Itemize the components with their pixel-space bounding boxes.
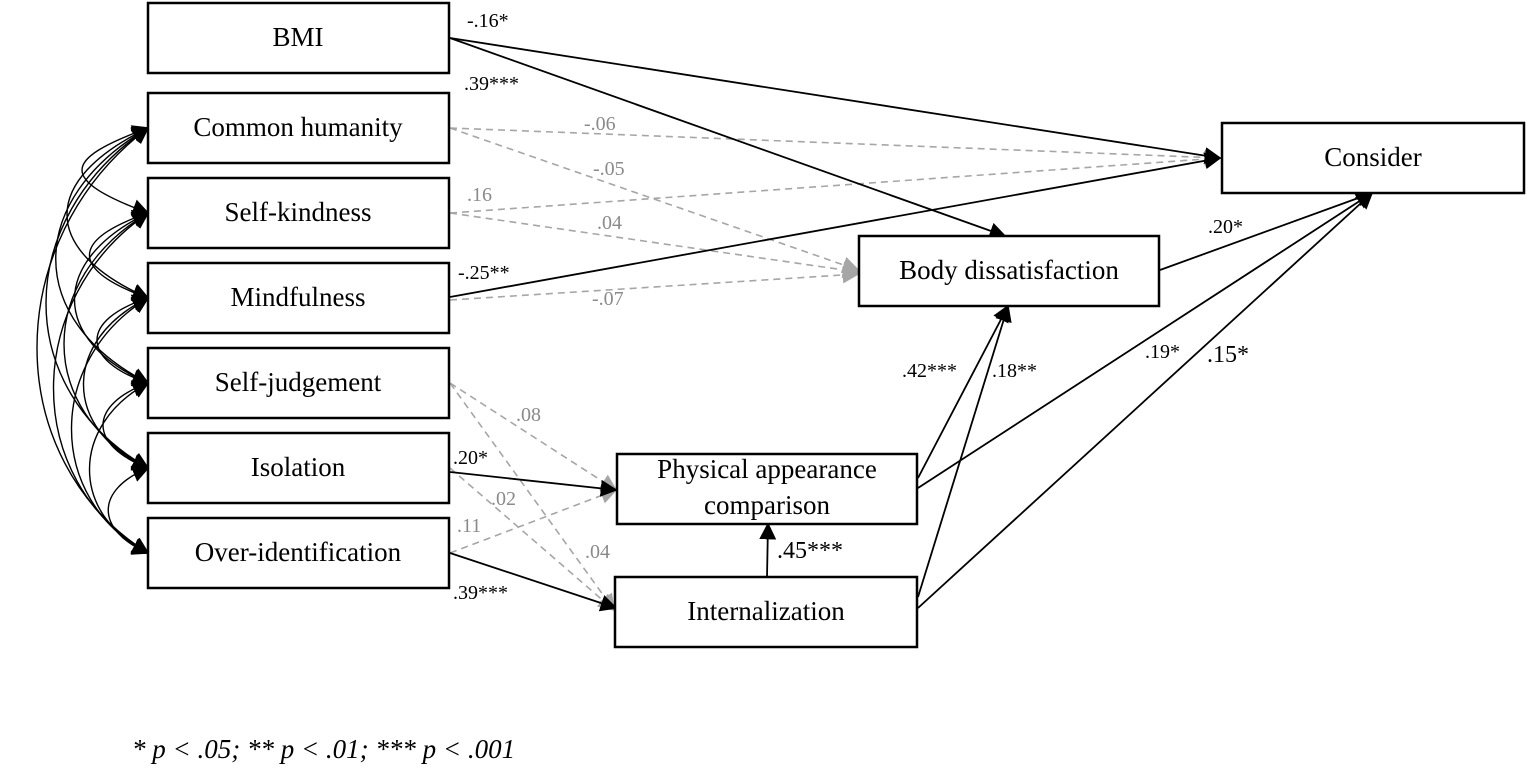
node-label: Isolation — [251, 452, 346, 482]
coef-mindfulness-body-dissatisfaction: -.07 — [592, 288, 624, 310]
coef-internalization-consider: .15* — [1207, 342, 1249, 368]
node-label: BMI — [272, 22, 323, 52]
nonsignificant-paths — [449, 127, 1222, 612]
coef-internalization-body-dissatisfaction: .18** — [992, 360, 1037, 382]
node-label-line2: comparison — [704, 490, 830, 520]
node-label-line1: Physical appearance — [657, 454, 877, 484]
coef-common-humanity-body-dissatisfaction: -.05 — [593, 158, 625, 180]
significant-paths — [449, 37, 1374, 612]
coef-pac-consider: .19* — [1145, 341, 1180, 363]
path-self-kindness-to-consider — [449, 150, 1222, 214]
coef-self-judgement-pac: .08 — [516, 404, 541, 426]
node-label: Body dissatisfaction — [899, 255, 1119, 285]
node-internalization: Internalization — [613, 575, 919, 649]
covariance-curve — [102, 380, 150, 471]
path-coefficients: -.16* .39*** -.06 -.05 .16 .04 -.25** -.… — [453, 10, 1249, 604]
coef-bmi-body-dissatisfaction: .39*** — [464, 73, 519, 95]
path-isolation-to-internalization — [449, 467, 616, 612]
covariance-curve — [66, 126, 150, 300]
node-isolation: Isolation — [146, 431, 451, 505]
path-body-dissatisfaction-to-consider — [1159, 190, 1374, 271]
node-label: Mindfulness — [231, 282, 366, 312]
path-over-identification-to-internalization — [449, 552, 618, 612]
path-internalization-to-consider — [917, 191, 1374, 609]
covariance-curve — [83, 297, 150, 470]
path-pac-to-body-dissatisfaction — [917, 304, 1009, 479]
node-label: Self-judgement — [215, 367, 382, 397]
covariance-curve — [63, 212, 150, 469]
coef-internalization-pac: .45*** — [777, 538, 843, 564]
coef-over-identification-pac: .11 — [457, 515, 481, 537]
covariance-curve — [89, 382, 150, 554]
path-internalization-to-body-dissatisfaction — [917, 304, 1012, 598]
node-physical-appearance-comparison: Physical appearance comparison — [615, 452, 919, 526]
node-label: Common humanity — [193, 112, 403, 142]
coef-body-dissatisfaction-consider: .20* — [1208, 216, 1243, 238]
node-body-dissatisfaction: Body dissatisfaction — [857, 234, 1161, 308]
covariance-curve — [45, 127, 150, 469]
node-consider: Consider — [1220, 121, 1526, 195]
node-label: Self-kindness — [225, 197, 372, 227]
node-self-judgement: Self-judgement — [146, 346, 451, 420]
path-self-judgement-to-internalization — [449, 382, 615, 612]
coef-pac-body-dissatisfaction: .42*** — [902, 360, 957, 382]
coef-bmi-consider: -.16* — [467, 10, 509, 32]
path-bmi-to-consider — [449, 37, 1222, 165]
covariance-curve — [55, 127, 150, 384]
node-label: Consider — [1324, 142, 1422, 172]
path-mindfulness-to-body-dissatisfaction — [449, 266, 860, 301]
covariance-curve — [81, 125, 150, 216]
covariance-curves — [36, 125, 150, 555]
coef-over-identification-internalization: .39*** — [453, 582, 508, 604]
coef-common-humanity-consider: -.06 — [584, 113, 616, 135]
node-mindfulness: Mindfulness — [146, 261, 451, 335]
node-label: Over-identification — [195, 537, 402, 567]
path-self-kindness-to-body-dissatisfaction — [449, 212, 860, 279]
node-self-kindness: Self-kindness — [146, 176, 451, 250]
coef-isolation-pac: .20* — [453, 447, 488, 469]
node-common-humanity: Common humanity — [146, 91, 451, 165]
coef-mindfulness-consider: -.25** — [458, 262, 510, 284]
node-label: Internalization — [687, 596, 845, 626]
node-over-identification: Over-identification — [146, 516, 451, 590]
node-bmi: BMI — [146, 1, 451, 75]
covariance-curve — [52, 212, 150, 554]
path-bmi-to-body-dissatisfaction — [449, 37, 1007, 239]
covariance-curve — [107, 466, 150, 555]
path-over-identification-to-pac — [449, 487, 618, 554]
path-self-judgement-to-pac — [449, 382, 618, 491]
covariance-curve — [70, 297, 150, 554]
path-common-humanity-to-consider — [449, 127, 1222, 166]
covariance-curve — [73, 211, 150, 385]
path-isolation-to-pac — [449, 471, 618, 497]
significance-footnote: * p < .05; ** p < .01; *** p < .001 — [132, 734, 516, 764]
coef-self-judgement-internalization: .04 — [585, 541, 610, 563]
path-mindfulness-to-consider — [449, 152, 1222, 298]
path-pac-to-consider — [917, 192, 1374, 489]
covariance-curve — [88, 209, 150, 301]
coef-self-kindness-consider: .16 — [467, 184, 492, 206]
coef-isolation-internalization: .02 — [491, 488, 516, 510]
path-internalization-to-pac — [759, 522, 777, 578]
coef-self-kindness-body-dissatisfaction: .04 — [597, 212, 622, 234]
